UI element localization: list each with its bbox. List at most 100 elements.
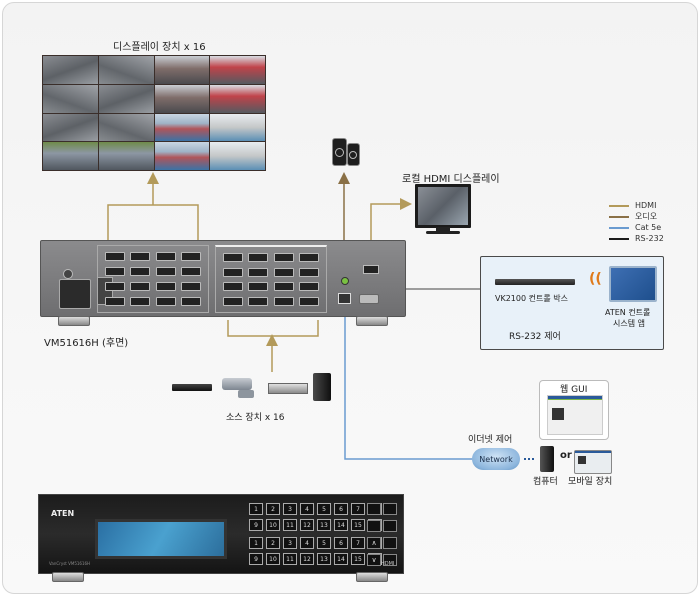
wall-tile xyxy=(210,142,265,170)
lcd-display xyxy=(95,519,227,559)
input-port-button[interactable]: 12 xyxy=(300,519,314,531)
input-port-button[interactable]: 9 xyxy=(249,519,263,531)
wall-tile xyxy=(98,56,154,84)
input-port-button[interactable]: 7 xyxy=(351,503,365,515)
legend-label: Cat 5e xyxy=(635,223,662,232)
input-port-button[interactable]: 11 xyxy=(283,519,297,531)
legend-swatch xyxy=(609,204,629,207)
wall-tile xyxy=(154,56,210,84)
input-buttons: 12345678910111213141516 xyxy=(249,503,382,531)
video-wall xyxy=(42,55,266,171)
audio-jack-icon xyxy=(341,277,349,285)
output-port-button[interactable]: 3 xyxy=(283,537,297,549)
wall-tile xyxy=(98,142,154,170)
vk2100-label: VK2100 컨트롤 박스 xyxy=(495,294,568,303)
vm51616h-rear-panel xyxy=(40,240,406,317)
model-tag: VanCryst VM51616H xyxy=(49,561,91,566)
input-port-button[interactable]: 13 xyxy=(317,519,331,531)
wall-tile xyxy=(43,84,98,113)
hdmi-logo: HDMI xyxy=(381,561,395,567)
pc-tower-icon xyxy=(313,373,331,401)
output-port-button[interactable]: 13 xyxy=(317,553,331,565)
source-devices-label: 소스 장치 x 16 xyxy=(226,413,285,423)
output-port-button[interactable]: 15 xyxy=(351,553,365,565)
wall-tile xyxy=(210,56,265,84)
output-buttons: 12345678910111213141516 xyxy=(249,537,382,565)
input-port-button[interactable]: 4 xyxy=(300,503,314,515)
aten-app-label-2: 시스템 앱 xyxy=(613,319,645,328)
legend: HDMI 오디오 Cat 5e RS-232 xyxy=(609,200,664,244)
legend-swatch xyxy=(609,215,629,218)
legend-swatch xyxy=(609,226,629,229)
output-port-button[interactable]: 12 xyxy=(300,553,314,565)
output-port-button[interactable]: 9 xyxy=(249,553,263,565)
output-port-button[interactable]: 11 xyxy=(283,553,297,565)
legend-swatch xyxy=(609,237,629,240)
wall-tile xyxy=(43,142,98,170)
wall-tile xyxy=(154,84,210,113)
security-camera-icon xyxy=(222,378,252,390)
aten-logo: ATEN xyxy=(51,509,75,518)
dvd-player-icon xyxy=(172,384,212,391)
local-monitor-icon xyxy=(415,184,471,228)
rear-foot-left xyxy=(58,316,90,326)
front-function-button[interactable] xyxy=(383,537,397,549)
display-devices-label: 디스플레이 장치 x 16 xyxy=(113,42,206,53)
hdmi-output-ports xyxy=(97,245,209,313)
input-port-button[interactable]: 5 xyxy=(317,503,331,515)
wall-tile xyxy=(210,84,265,113)
input-port-button[interactable]: 2 xyxy=(266,503,280,515)
monitor-base xyxy=(426,231,460,234)
input-port-button[interactable]: 3 xyxy=(283,503,297,515)
output-port-button[interactable]: 10 xyxy=(266,553,280,565)
mobile-device-label: 모바일 장치 xyxy=(568,477,613,487)
vm51616h-front-panel: ATEN 12345678910111213141516 12345678910… xyxy=(38,494,404,574)
mobile-device-icon xyxy=(574,450,612,474)
front-function-button[interactable] xyxy=(383,503,397,515)
network-label: Network xyxy=(479,454,513,464)
up-arrow-button[interactable]: ∧ xyxy=(367,537,381,549)
product-rear-label: VM51616H (후면) xyxy=(44,338,129,349)
monitor-stand xyxy=(436,227,450,231)
legend-label: RS-232 xyxy=(635,234,664,243)
front-function-button[interactable] xyxy=(367,503,381,515)
front-function-button[interactable] xyxy=(367,520,381,532)
down-arrow-button[interactable]: ∨ xyxy=(367,554,381,566)
output-port-button[interactable]: 4 xyxy=(300,537,314,549)
output-port-button[interactable]: 7 xyxy=(351,537,365,549)
or-label: or xyxy=(560,450,572,461)
ethernet-control-label: 이더넷 제어 xyxy=(468,435,513,445)
input-port-button[interactable]: 6 xyxy=(334,503,348,515)
rs232-control-box: VK2100 컨트롤 박스 (( ATEN 컨트롤 시스템 앱 RS-232 제… xyxy=(480,256,664,350)
wall-tile xyxy=(154,142,210,170)
rj45-port-icon xyxy=(338,293,351,304)
tablet-app-icon xyxy=(609,266,657,302)
hdmi-input-ports xyxy=(215,245,327,313)
front-foot-right xyxy=(356,572,388,582)
network-cloud-icon: Network xyxy=(472,448,520,470)
input-port-button[interactable]: 14 xyxy=(334,519,348,531)
ground-screw-icon xyxy=(63,269,73,279)
wall-tile xyxy=(154,113,210,142)
rs232-port-icon xyxy=(359,294,379,304)
front-function-button[interactable] xyxy=(383,554,397,566)
aten-app-label-1: ATEN 컨트롤 xyxy=(605,308,651,317)
wall-tile xyxy=(43,113,98,142)
camera-mount-icon xyxy=(238,390,254,398)
output-port-button[interactable]: 6 xyxy=(334,537,348,549)
computer-icon xyxy=(540,446,554,472)
legend-item-rs232: RS-232 xyxy=(609,233,664,244)
output-port-button[interactable]: 5 xyxy=(317,537,331,549)
output-port-button[interactable]: 14 xyxy=(334,553,348,565)
input-port-button[interactable]: 15 xyxy=(351,519,365,531)
output-port-button[interactable]: 2 xyxy=(266,537,280,549)
output-port-button[interactable]: 1 xyxy=(249,537,263,549)
computer-label: 컴퓨터 xyxy=(533,477,558,487)
wall-tile xyxy=(98,113,154,142)
front-function-button[interactable] xyxy=(383,520,397,532)
vk2100-device-icon xyxy=(495,279,575,285)
power-socket-icon xyxy=(59,279,91,309)
input-port-button[interactable]: 1 xyxy=(249,503,263,515)
input-port-button[interactable]: 10 xyxy=(266,519,280,531)
front-foot-left xyxy=(52,572,84,582)
